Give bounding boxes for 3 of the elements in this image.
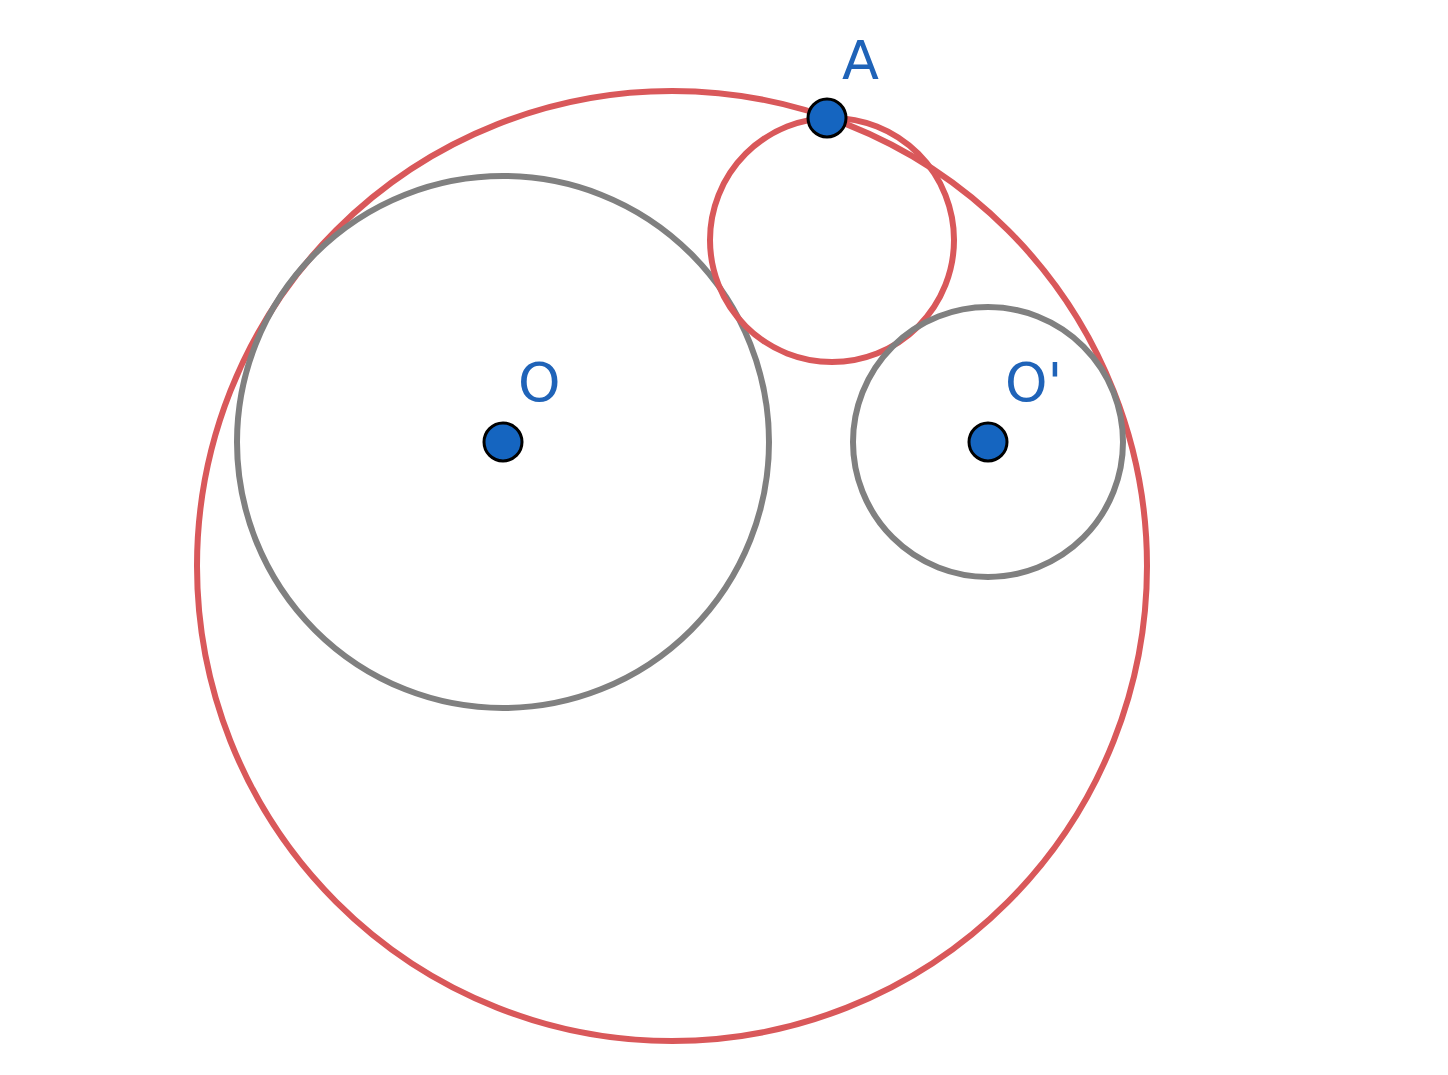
point-label: O' (1005, 356, 1063, 410)
point-label: O (518, 356, 561, 410)
point-label: A (842, 34, 879, 88)
